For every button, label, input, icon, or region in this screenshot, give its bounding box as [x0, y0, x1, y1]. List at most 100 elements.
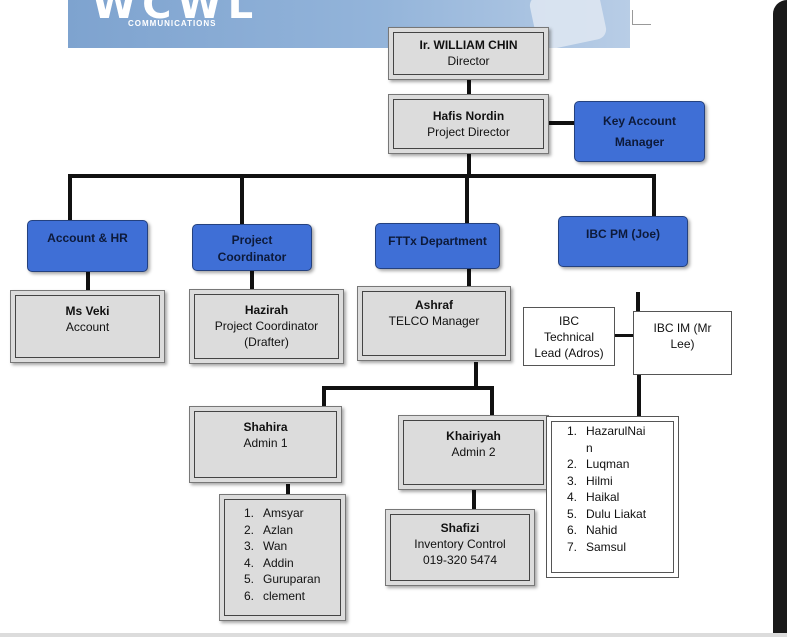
director-name: Ir. WILLIAM CHIN: [419, 38, 518, 52]
key-account-line1: Key Account: [603, 114, 676, 128]
connector: [467, 152, 471, 176]
connector: [637, 374, 641, 418]
fttx-label: FTTx Department: [388, 234, 487, 248]
list-item-number: 6.: [243, 588, 254, 603]
list-item-number: 4.: [243, 555, 254, 570]
list-item-number: 5.: [243, 572, 254, 586]
ibc-im-box: IBC IM (Mr Lee): [633, 311, 732, 375]
key-account-line2: Manager: [614, 135, 665, 149]
list-item-number: 4.: [566, 490, 577, 504]
connector: [68, 174, 72, 222]
list-item: 4. Haikal: [547, 489, 678, 506]
list-item-number: 7.: [566, 539, 577, 554]
list-item-name: Nahid: [586, 523, 618, 537]
project-director-title: Project Director: [427, 125, 510, 139]
list-item-name: Haikal: [586, 490, 620, 504]
shafizi-title: Inventory Control: [414, 537, 506, 551]
connector: [472, 490, 476, 510]
connector: [68, 174, 656, 178]
ashraf-name: Ashraf: [414, 298, 453, 312]
list-item: 6. Nahid: [547, 522, 678, 539]
ibc-tech-line1: IBC: [558, 314, 579, 328]
director-box: Ir. WILLIAM CHIN Director: [388, 27, 549, 80]
ibc-pm-label: IBC PM (Joe): [585, 227, 660, 241]
list-item-name: Azlan: [263, 522, 294, 537]
connector: [467, 78, 471, 100]
list-item-name: Samsul: [586, 539, 627, 554]
company-banner: WCWL COMMUNICATIONS: [68, 0, 630, 48]
list-item-number: 3.: [243, 539, 254, 553]
list-item: 1.HazarulNai: [547, 423, 678, 440]
list-item: 4. Addin: [224, 555, 345, 572]
project-director-name: Hafis Nordin: [432, 109, 505, 123]
connector: [250, 270, 254, 292]
screen-edge: [773, 0, 787, 637]
shahira-box: Shahira Admin 1: [189, 406, 342, 483]
connector: [322, 386, 494, 390]
connector: [614, 334, 636, 337]
shahira-title: Admin 1: [243, 436, 288, 450]
list-item-number: 5.: [566, 506, 577, 521]
ms-veki-name: Ms Veki: [65, 304, 110, 318]
list-item-number: 3.: [566, 473, 577, 488]
khairiyah-title: Admin 2: [451, 445, 496, 459]
list-item: 2. Luqman: [547, 456, 678, 473]
list-item-name: Luqman: [586, 457, 630, 471]
hazirah-name: Hazirah: [244, 303, 289, 317]
list-item-number: 6.: [566, 523, 577, 537]
ibc-pm-box: IBC PM (Joe): [558, 216, 688, 267]
connector: [86, 272, 90, 296]
list-item: 7. Samsul: [547, 539, 678, 556]
list-item: 6.clement: [224, 588, 345, 605]
key-account-manager-box: Key Account Manager: [574, 101, 705, 162]
shafizi-name: Shafizi: [440, 521, 480, 535]
director-title: Director: [447, 54, 490, 68]
connector: [636, 292, 640, 312]
list-item-name: HazarulNai: [586, 424, 646, 438]
fttx-department-box: FTTx Department: [375, 223, 500, 269]
ms-veki-title: Account: [65, 320, 110, 334]
project-coordinator-line2: Coordinator: [217, 250, 287, 264]
project-coordinator-box: Project Coordinator: [192, 224, 312, 271]
hazirah-box: Hazirah Project Coordinator (Drafter): [189, 289, 344, 364]
khairiyah-name: Khairiyah: [446, 429, 501, 443]
list-item: n: [547, 440, 678, 457]
list-item-name: Addin: [263, 555, 294, 570]
list-item-number: 2.: [566, 457, 577, 471]
ibc-tech-line2: Technical: [543, 330, 595, 344]
list-item-name: Amsyar: [263, 506, 304, 520]
ibc-im-line1: IBC IM (Mr: [653, 321, 712, 335]
ms-veki-box: Ms Veki Account: [10, 290, 165, 363]
ashraf-title: TELCO Manager: [388, 314, 480, 328]
list-item-name: Dulu Liakat: [586, 506, 647, 521]
list-item: 5. Dulu Liakat: [547, 506, 678, 523]
project-coordinator-line1: Project: [231, 233, 273, 247]
connector: [467, 268, 471, 288]
list-item-name: Guruparan: [263, 572, 321, 586]
connector: [465, 174, 469, 224]
connector: [474, 362, 478, 388]
list-item: 3. Wan: [224, 538, 345, 555]
list-item: 3. Hilmi: [547, 473, 678, 490]
list-item-number: 2.: [243, 522, 254, 537]
hazirah-subtitle: (Drafter): [244, 335, 289, 349]
list-item-name: Hilmi: [586, 473, 613, 488]
ibc-technical-lead-box: IBC Technical Lead (Adros): [523, 307, 615, 366]
list-item: 5. Guruparan: [224, 571, 345, 588]
account-hr-box: Account & HR: [27, 220, 148, 272]
list-item: 1.Amsyar: [224, 505, 345, 522]
company-logo-subtitle: COMMUNICATIONS: [128, 19, 217, 28]
account-hr-label: Account & HR: [47, 231, 128, 245]
project-director-box: Hafis Nordin Project Director: [388, 94, 549, 154]
list-item-name: Wan: [263, 539, 288, 553]
list-item: 2. Azlan: [224, 522, 345, 539]
company-logo: WCWL: [92, 0, 260, 28]
list-item-name: n: [586, 440, 593, 455]
hazirah-title: Project Coordinator: [214, 319, 319, 333]
shafizi-box: Shafizi Inventory Control 019-320 5474: [385, 509, 535, 586]
khairiyah-box: Khairiyah Admin 2: [398, 415, 549, 490]
ashraf-box: Ashraf TELCO Manager: [357, 286, 511, 361]
